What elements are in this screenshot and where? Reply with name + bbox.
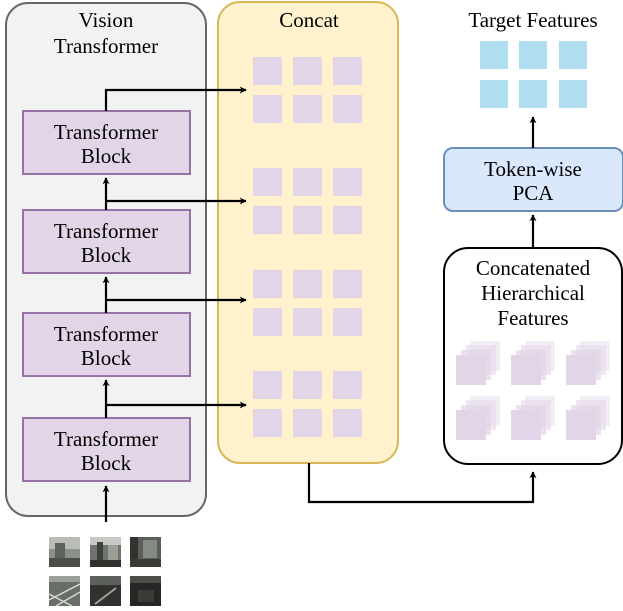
image-patch xyxy=(48,576,81,607)
pca-label-line1: Token-wise xyxy=(484,157,582,181)
concat-title: Concat xyxy=(279,8,339,32)
transformer-block-3: Transformer Block xyxy=(22,312,191,377)
image-patch xyxy=(130,537,161,567)
hier-label-line3: Features xyxy=(497,306,568,330)
vit-title-line2: Transformer xyxy=(54,34,158,58)
block-label-line1: Transformer xyxy=(54,219,158,243)
feature-stack xyxy=(566,396,610,440)
arrow-tap-to-concat-1 xyxy=(104,86,247,111)
target-token-grid xyxy=(480,41,587,108)
feature-stack xyxy=(456,341,500,385)
pca-label-line2: PCA xyxy=(513,181,555,205)
feature-stack xyxy=(511,341,555,385)
transformer-block-4: Transformer Block xyxy=(22,417,191,482)
image-patch xyxy=(49,537,80,567)
feature-stack xyxy=(511,396,555,440)
concat-token-grids xyxy=(253,57,362,437)
feature-stack xyxy=(456,396,500,440)
feature-stack xyxy=(566,341,610,385)
token-grid-1 xyxy=(253,57,362,123)
image-patch xyxy=(90,537,121,567)
input-image-patches xyxy=(48,537,161,607)
token-grid-2 xyxy=(253,168,362,234)
transformer-block-1: Transformer Block xyxy=(22,110,191,175)
target-features-title: Target Features xyxy=(468,8,597,32)
block-label-line1: Transformer xyxy=(54,427,158,451)
block-label-line2: Block xyxy=(81,144,132,168)
image-patch xyxy=(90,576,121,606)
vit-title-line1: Vision xyxy=(79,8,134,32)
arrows xyxy=(102,86,537,522)
stacked-feature-tiles xyxy=(456,341,610,440)
block-label-line2: Block xyxy=(81,346,132,370)
block-label-line2: Block xyxy=(81,243,132,267)
hier-label-line2: Hierarchical xyxy=(481,281,585,305)
block-label-line1: Transformer xyxy=(54,322,158,346)
image-patch xyxy=(130,576,161,606)
token-grid-4 xyxy=(253,371,362,437)
transformer-block-2: Transformer Block xyxy=(22,209,191,274)
token-grid-3 xyxy=(253,270,362,336)
arrow-concat-to-hierarchical xyxy=(307,463,537,504)
block-label-line2: Block xyxy=(81,451,132,475)
block-label-line1: Transformer xyxy=(54,120,158,144)
hier-label-line1: Concatenated xyxy=(476,256,591,280)
